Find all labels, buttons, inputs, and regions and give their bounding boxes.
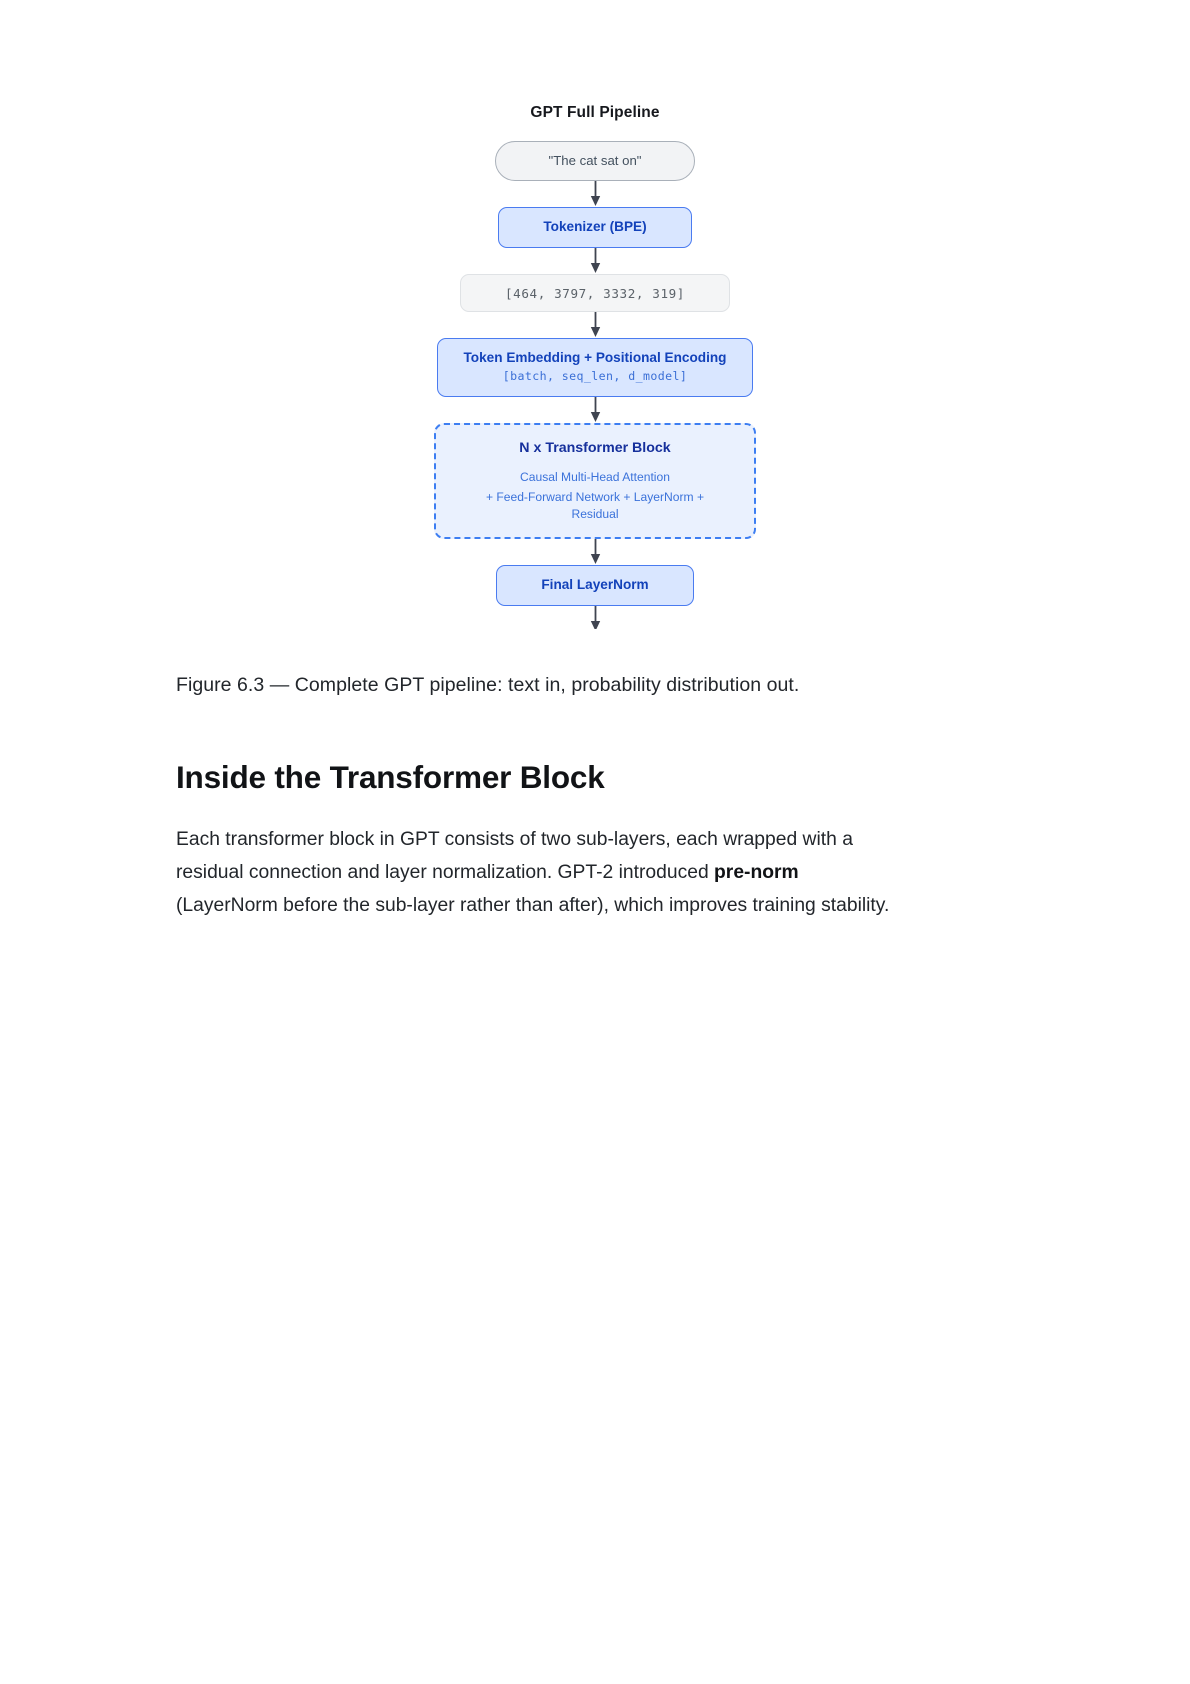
node-embedding-label: Token Embedding + Positional Encoding	[463, 350, 727, 365]
arrow-down-icon	[590, 312, 601, 338]
arrow-down-icon	[590, 606, 601, 629]
diagram-title: GPT Full Pipeline	[530, 104, 660, 121]
figure-caption: Figure 6.3 — Complete GPT pipeline: text…	[176, 674, 800, 696]
node-tokenizer: Tokenizer (BPE)	[498, 207, 692, 248]
node-final-layernorm: Final LayerNorm	[496, 565, 694, 607]
paragraph-emphasis-pre-norm: pre-norm	[714, 862, 799, 884]
arrow-down-icon	[590, 396, 601, 423]
node-token-ids-label: [464, 3797, 3332, 319]	[504, 285, 685, 301]
node-input-text-label: "The cat sat on"	[548, 153, 642, 169]
node-transformer-block-title: N x Transformer Block	[519, 439, 671, 456]
node-transformer-block-line2: + Feed-Forward Network + LayerNorm + Res…	[485, 490, 705, 521]
node-transformer-block-line1: Causal Multi-Head Attention	[520, 470, 670, 485]
arrow-down-icon	[590, 181, 601, 207]
node-tokenizer-label: Tokenizer (BPE)	[543, 219, 647, 235]
gpt-pipeline-diagram: GPT Full Pipeline "The cat sat on" Token…	[0, 104, 1190, 629]
arrow-down-icon	[590, 539, 601, 565]
figure-clip-region: GPT Full Pipeline "The cat sat on" Token…	[0, 104, 1190, 629]
arrow-down-icon	[590, 248, 601, 274]
node-transformer-block: N x Transformer Block Causal Multi-Head …	[434, 422, 756, 540]
section-heading: Inside the Transformer Block	[176, 759, 605, 795]
paragraph-part-2: (LayerNorm before the sub-layer rather t…	[176, 895, 890, 917]
node-input-text: "The cat sat on"	[495, 141, 695, 181]
figure-6-3: GPT Full Pipeline "The cat sat on" Token…	[0, 0, 1190, 629]
section-paragraph: Each transformer block in GPT consists o…	[176, 823, 898, 923]
node-embedding-shape: [batch, seq_len, d_model]	[502, 369, 688, 384]
node-final-layernorm-label: Final LayerNorm	[541, 577, 649, 593]
paragraph-part-1: Each transformer block in GPT consists o…	[176, 829, 853, 884]
node-embedding: Token Embedding + Positional Encoding [b…	[436, 338, 754, 397]
node-token-ids: [464, 3797, 3332, 319]	[459, 274, 730, 312]
